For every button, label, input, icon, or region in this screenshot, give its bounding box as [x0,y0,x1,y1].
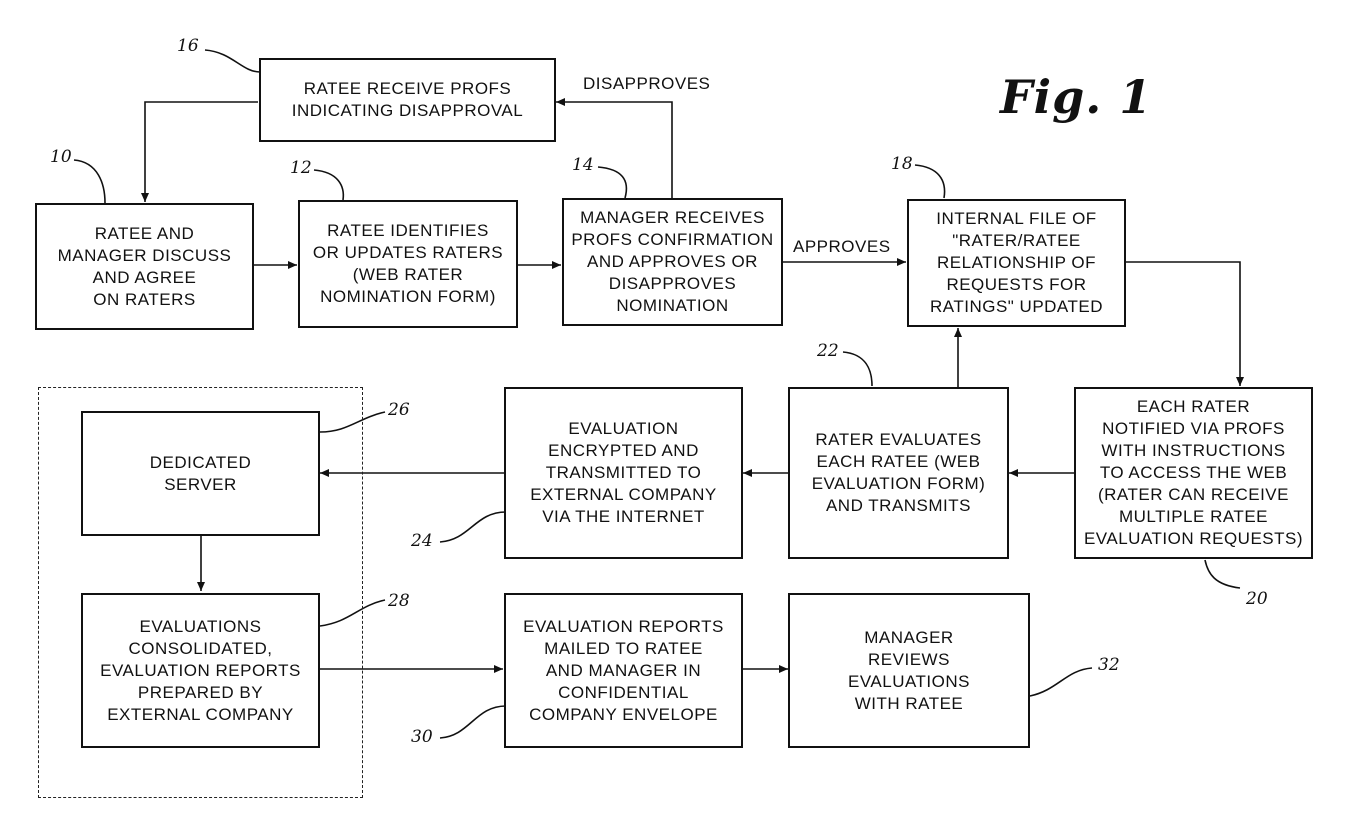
ref-10: 10 [50,147,72,167]
box-32-manager-reviews: MANAGER REVIEWS EVALUATIONS WITH RATEE [788,593,1030,748]
edge-label-approves: APPROVES [793,237,891,257]
leader-10 [74,160,105,203]
box-28-text: EVALUATIONS CONSOLIDATED, EVALUATION REP… [100,616,301,726]
box-26-text: DEDICATED SERVER [150,452,251,496]
leader-16 [205,50,260,72]
box-32-text: MANAGER REVIEWS EVALUATIONS WITH RATEE [848,627,970,715]
ref-18: 18 [891,154,913,174]
leader-32 [1030,668,1092,696]
box-12-text: RATEE IDENTIFIES OR UPDATES RATERS (WEB … [313,220,503,308]
box-20-each-rater-notified: EACH RATER NOTIFIED VIA PROFS WITH INSTR… [1074,387,1313,559]
arrow-14-to-16 [556,102,672,198]
ref-12: 12 [290,158,312,178]
leader-14 [598,167,626,198]
box-14-text: MANAGER RECEIVES PROFS CONFIRMATION AND … [571,207,773,317]
box-18-internal-file: INTERNAL FILE OF "RATER/RATEE RELATIONSH… [907,199,1126,327]
box-18-text: INTERNAL FILE OF "RATER/RATEE RELATIONSH… [930,208,1103,318]
box-16-text: RATEE RECEIVE PROFS INDICATING DISAPPROV… [292,78,523,122]
box-14-manager-receives-confirmation: MANAGER RECEIVES PROFS CONFIRMATION AND … [562,198,783,326]
ref-32: 32 [1098,655,1120,675]
ref-26: 26 [388,400,410,420]
ref-14: 14 [572,155,594,175]
box-24-evaluation-encrypted: EVALUATION ENCRYPTED AND TRANSMITTED TO … [504,387,743,559]
box-22-text: RATER EVALUATES EACH RATEE (WEB EVALUATI… [812,429,986,517]
arrow-16-to-10 [145,102,258,202]
box-30-evaluation-reports-mailed: EVALUATION REPORTS MAILED TO RATEE AND M… [504,593,743,748]
ref-16: 16 [177,36,199,56]
ref-28: 28 [388,591,410,611]
arrow-18-to-20 [1126,262,1240,386]
box-22-rater-evaluates: RATER EVALUATES EACH RATEE (WEB EVALUATI… [788,387,1009,559]
ref-22: 22 [817,341,839,361]
leader-20 [1205,560,1240,588]
box-20-text: EACH RATER NOTIFIED VIA PROFS WITH INSTR… [1084,396,1303,550]
box-10-ratee-manager-discuss: RATEE AND MANAGER DISCUSS AND AGREE ON R… [35,203,254,330]
box-24-text: EVALUATION ENCRYPTED AND TRANSMITTED TO … [530,418,717,528]
ref-20: 20 [1246,589,1268,609]
ref-24: 24 [411,531,433,551]
leader-24 [440,512,506,542]
box-28-evaluations-consolidated: EVALUATIONS CONSOLIDATED, EVALUATION REP… [81,593,320,748]
edge-label-disapproves: DISAPPROVES [583,74,710,94]
box-16-ratee-receive-profs: RATEE RECEIVE PROFS INDICATING DISAPPROV… [259,58,556,142]
box-12-ratee-identifies-raters: RATEE IDENTIFIES OR UPDATES RATERS (WEB … [298,200,518,328]
leader-22 [843,352,872,386]
leader-18 [915,165,945,198]
leader-12 [314,170,343,200]
box-10-text: RATEE AND MANAGER DISCUSS AND AGREE ON R… [58,223,232,311]
box-26-dedicated-server: DEDICATED SERVER [81,411,320,536]
figure-title: Fig. 1 [1000,70,1152,124]
leader-30 [440,706,506,738]
box-30-text: EVALUATION REPORTS MAILED TO RATEE AND M… [523,616,724,726]
ref-30: 30 [411,727,433,747]
